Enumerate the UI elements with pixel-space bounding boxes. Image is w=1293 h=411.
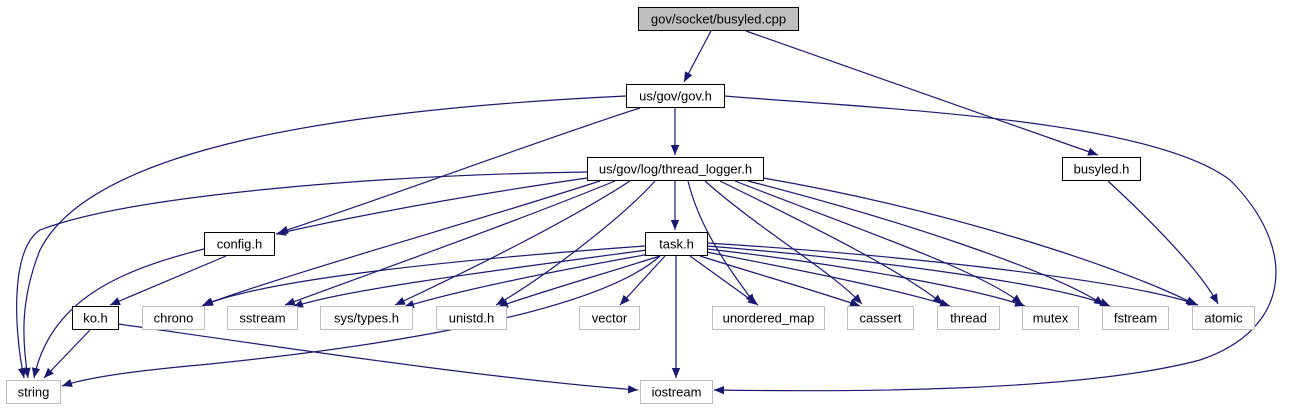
node-label: chrono: [154, 311, 194, 326]
edge-thread-logger-h-to-config-h: [275, 177, 588, 236]
edges-layer: [16, 30, 1277, 395]
node-box: [6, 380, 61, 404]
node-fstream: fstream: [1102, 306, 1169, 330]
node-mutex: mutex: [1022, 306, 1079, 330]
node-box: [320, 306, 413, 330]
node-label: busyled.h: [1074, 162, 1130, 177]
node-thread: thread: [937, 306, 1000, 330]
edge-task-h-to-string: [61, 255, 661, 387]
edge-thread-logger-h-to-atomic: [762, 177, 1197, 306]
node-label: sstream: [239, 311, 285, 326]
node-vector: vector: [579, 306, 640, 330]
node-label: unistd.h: [449, 311, 495, 326]
edge-thread-logger-h-to-string: [16, 171, 588, 379]
node-sys-types-h: sys/types.h: [320, 306, 413, 330]
node-label: fstream: [1114, 311, 1157, 326]
edge-thread-logger-h-to-thread: [719, 180, 944, 305]
edge-task-h-to-sstream: [292, 249, 648, 308]
node-string: string: [6, 380, 61, 404]
node-busyled-cpp[interactable]: gov/socket/busyled.cpp: [638, 7, 799, 31]
node-label: sys/types.h: [334, 311, 399, 326]
node-label: task.h: [659, 237, 694, 252]
edge-gov-h-to-iostream: [713, 95, 1277, 395]
edge-thread-logger-h-to-mutex: [734, 180, 1023, 305]
node-label: us/gov/log/thread_logger.h: [599, 162, 752, 177]
edge-ko-h-to-iostream: [117, 323, 639, 394]
edge-gov-h-to-string: [22, 95, 627, 379]
edge-task-h-to-fstream: [706, 245, 1111, 307]
node-sstream: sstream: [227, 306, 298, 330]
node-box: [204, 232, 275, 256]
node-box: [1192, 306, 1255, 330]
edge-gov-h-to-config-h: [277, 107, 641, 234]
node-thread-logger-h[interactable]: us/gov/log/thread_logger.h: [587, 157, 764, 181]
edge-task-h-to-sys-types-h: [403, 253, 651, 309]
edge-thread-logger-h-to-unistd-h: [495, 180, 656, 306]
node-box: [638, 7, 799, 31]
edge-busyled-cpp-to-gov-h: [683, 30, 712, 83]
edge-ko-h-to-string: [43, 329, 91, 379]
node-label: atomic: [1204, 311, 1243, 326]
edge-config-h-to-ko-h: [109, 255, 227, 306]
node-unistd-h: unistd.h: [436, 306, 507, 330]
node-task-h[interactable]: task.h: [645, 232, 708, 256]
edge-task-h-to-mutex: [706, 248, 1026, 307]
node-gov-h[interactable]: us/gov/gov.h: [626, 84, 725, 108]
edge-thread-logger-h-to-cassert: [704, 180, 863, 305]
node-box: [937, 306, 1000, 330]
node-chrono: chrono: [142, 306, 205, 330]
node-busyled-h[interactable]: busyled.h: [1062, 157, 1141, 181]
node-label: string: [18, 385, 50, 400]
edge-busyled-h-to-atomic: [1107, 180, 1219, 305]
edge-busyled-cpp-to-busyled-h: [745, 30, 1099, 156]
node-label: ko.h: [83, 311, 108, 326]
edge-thread-logger-h-to-fstream: [747, 180, 1105, 306]
node-label: thread: [950, 311, 987, 326]
node-label: iostream: [652, 385, 702, 400]
node-label: cassert: [860, 311, 902, 326]
edge-task-h-to-unistd-h: [497, 255, 661, 308]
edge-task-h-to-atomic: [706, 242, 1199, 306]
node-box: [579, 306, 640, 330]
nodes-layer: gov/socket/busyled.cpp us/gov/gov.h us/gov…: [6, 7, 1255, 404]
node-iostream: iostream: [640, 380, 713, 404]
node-box: [72, 306, 119, 330]
node-label: config.h: [217, 237, 263, 252]
node-label: unordered_map: [723, 311, 815, 326]
edge-task-h-to-cassert: [699, 255, 861, 307]
node-box: [640, 380, 713, 404]
node-box: [436, 306, 507, 330]
node-box: [1022, 306, 1079, 330]
node-box: [645, 232, 708, 256]
edge-task-h-to-chrono: [201, 245, 646, 307]
node-box: [847, 306, 914, 330]
edge-thread-logger-h-to-sstream: [284, 180, 616, 306]
node-box: [227, 306, 298, 330]
node-box: [587, 157, 764, 181]
edge-thread-logger-h-to-chrono: [202, 180, 601, 306]
node-label: mutex: [1033, 311, 1069, 326]
node-unordered-map: unordered_map: [712, 306, 825, 330]
node-cassert: cassert: [847, 306, 914, 330]
edge-thread-logger-h-to-unordered-map: [687, 180, 756, 305]
node-box: [1102, 306, 1169, 330]
node-label: us/gov/gov.h: [639, 89, 712, 104]
edge-config-h-to-string: [31, 248, 205, 379]
edge-task-h-to-thread: [705, 251, 951, 307]
edge-task-h-to-unordered-map: [689, 255, 759, 306]
node-box: [712, 306, 825, 330]
node-atomic: atomic: [1192, 306, 1255, 330]
node-box: [142, 306, 205, 330]
edge-task-h-to-vector: [619, 255, 666, 306]
node-label: gov/socket/busyled.cpp: [651, 12, 786, 27]
node-box: [1062, 157, 1141, 181]
node-label: vector: [592, 311, 628, 326]
node-box: [626, 84, 725, 108]
node-ko-h[interactable]: ko.h: [72, 306, 119, 330]
node-config-h[interactable]: config.h: [204, 232, 275, 256]
edge-thread-logger-h-to-sys-types-h: [394, 180, 631, 306]
